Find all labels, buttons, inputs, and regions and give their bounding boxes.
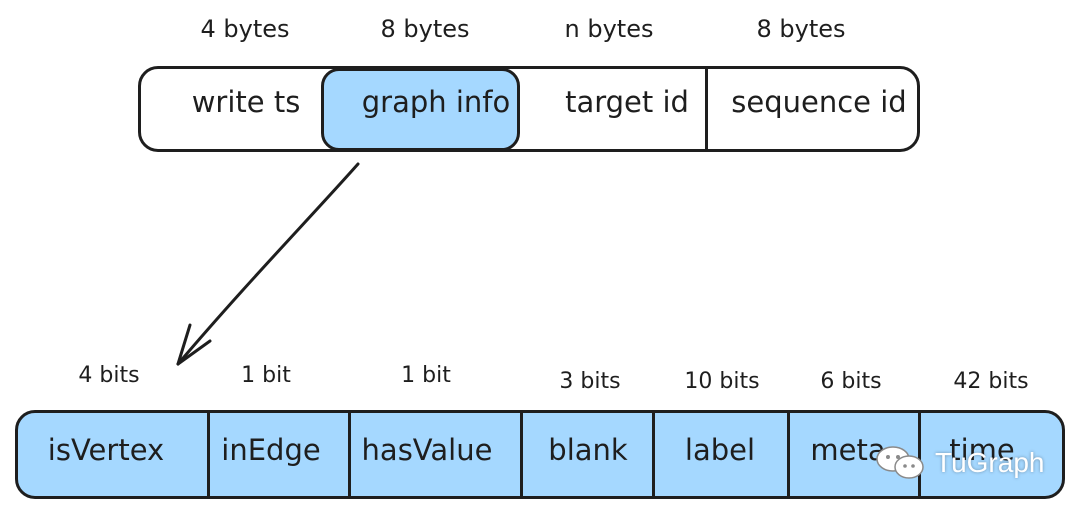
top-field-label: write ts: [191, 85, 301, 119]
bottom-field-label: blank: [548, 433, 628, 467]
field-divider: [207, 412, 210, 497]
bottom-size-label: 3 bits: [559, 369, 621, 394]
top-size-label: 8 bytes: [380, 15, 470, 43]
top-field-label: sequence id: [731, 85, 907, 119]
bottom-size-label: 1 bit: [241, 363, 291, 388]
bottom-size-label: 1 bit: [401, 363, 451, 388]
field-divider: [918, 412, 921, 497]
watermark-text: TuGraph: [935, 447, 1045, 478]
field-divider: [520, 412, 523, 497]
bottom-size-label: 42 bits: [953, 369, 1029, 394]
bottom-field-label: time: [949, 433, 1015, 467]
field-divider: [705, 68, 708, 150]
top-size-label: 4 bytes: [200, 15, 290, 43]
top-field-label: graph info: [361, 85, 511, 119]
bottom-size-label: 4 bits: [78, 363, 140, 388]
watermark: TuGraph: [875, 438, 1044, 488]
bottom-field-label: inEdge: [221, 433, 321, 467]
top-structure-box: [138, 66, 920, 152]
top-size-label: 8 bytes: [756, 15, 846, 43]
top-size-label: n bytes: [564, 15, 654, 43]
wechat-icon: [876, 446, 924, 479]
field-divider: [652, 412, 655, 497]
field-divider: [348, 412, 351, 497]
graph-info-highlight: [321, 68, 520, 151]
bottom-size-label: 6 bits: [820, 369, 882, 394]
bottom-field-label: meta: [810, 433, 886, 467]
bottom-size-label: 10 bits: [684, 369, 760, 394]
bottom-field-label: hasValue: [361, 433, 493, 467]
field-divider: [787, 412, 790, 497]
top-field-label: target id: [565, 85, 689, 119]
bottom-field-label: isVertex: [47, 433, 165, 467]
bottom-field-label: label: [684, 433, 756, 467]
